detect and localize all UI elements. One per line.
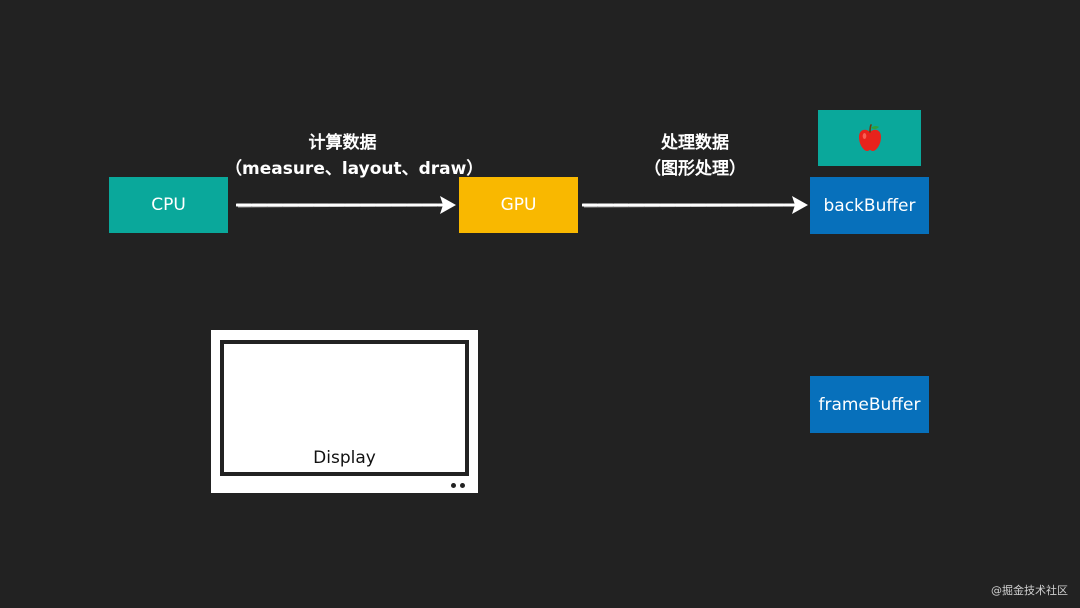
monitor-indicator-dot [460,483,465,488]
backbuffer-node: backBuffer [810,177,929,234]
arrow-gpu-to-backbuffer [582,196,808,214]
frame-preview [818,110,921,166]
cpu-label: CPU [151,195,186,215]
arrow-cpu-to-gpu [236,196,456,214]
cpu-node: CPU [109,177,228,233]
gpu-node: GPU [459,177,578,233]
monitor-indicator-dot [451,483,456,488]
display-screen: Display [220,340,469,476]
watermark: @掘金技术社区 [991,584,1068,597]
render-data-title: 处理数据 [661,133,729,153]
compute-data-label: 计算数据 （measure、layout、draw） [225,130,484,182]
framebuffer-label: frameBuffer [818,394,921,415]
backbuffer-label: backBuffer [823,195,916,216]
display-monitor: Display [211,330,478,493]
display-label: Display [313,448,376,468]
framebuffer-node: frameBuffer [810,376,929,433]
gpu-label: GPU [500,195,537,215]
compute-data-detail: （measure、layout、draw） [225,159,484,179]
render-data-label: 处理数据 （图形处理） [620,130,770,182]
apple-icon [858,124,881,151]
compute-data-title: 计算数据 [308,133,377,153]
render-data-detail: （图形处理） [644,159,746,179]
